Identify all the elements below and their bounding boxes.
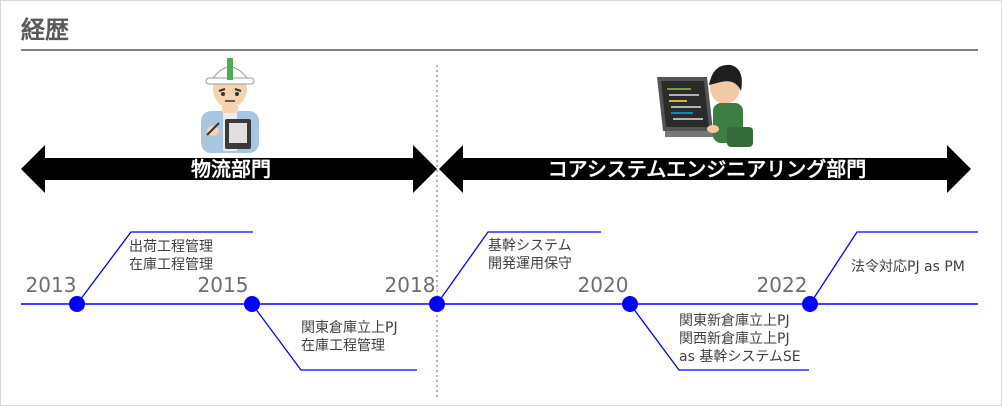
event-text: 関西新倉庫立上PJ [679,330,790,347]
programmer-at-computer-icon [657,64,753,147]
event-connector [629,303,809,371]
year-label: 2022 [757,273,808,297]
event-text: 出荷工程管理 [129,239,213,255]
year-label: 2018 [385,273,436,297]
event-text: 関東新倉庫立上PJ [679,312,790,329]
year-label: 2015 [198,273,249,297]
timeline-node [802,296,818,312]
department-arrow [21,145,437,193]
department-arrow [439,145,971,193]
event-connector [809,231,978,305]
timeline-node [429,296,445,312]
event-connector [251,303,417,371]
department-label: 物流部門 [191,157,271,181]
event-text: 在庫工程管理 [129,256,213,273]
page-title: 経歴 [21,16,69,44]
department-label: コアシステムエンジニアリング部門 [548,157,867,181]
event-text: 在庫工程管理 [301,337,385,354]
timeline-node [622,296,638,312]
event-connector [76,231,253,305]
timeline-node [69,296,85,312]
year-label: 2013 [26,273,77,297]
construction-worker-clipboard-icon [201,58,259,153]
event-text: as 基幹システムSE [679,348,801,365]
year-label: 2020 [578,273,629,297]
event-text: 法令対応PJ as PM [851,259,965,275]
event-text: 基幹システム [488,237,572,254]
event-text: 関東倉庫立上PJ [301,319,398,336]
event-connector [436,231,601,305]
event-text: 開発運用保守 [488,256,572,272]
timeline-node [244,296,260,312]
